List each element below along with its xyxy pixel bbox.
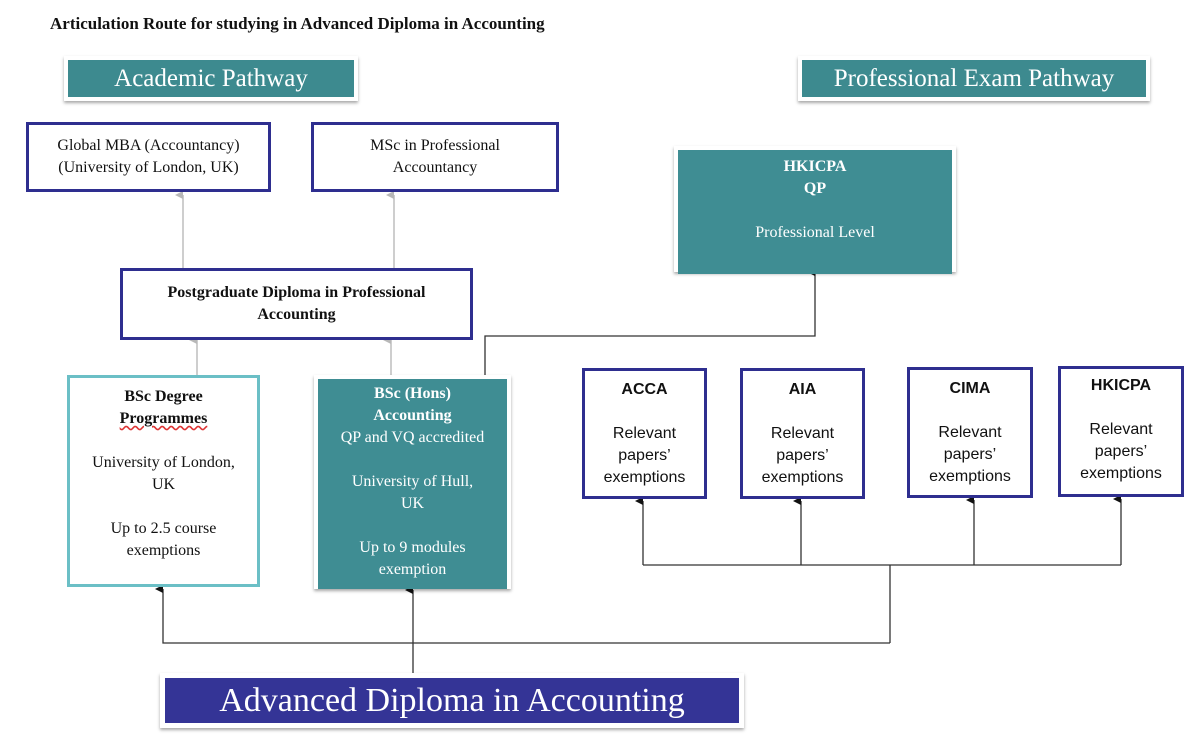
aia-line1: Relevant	[770, 425, 835, 442]
global-mba-line2: (University of London, UK)	[58, 159, 239, 176]
aia-line3: exemptions	[761, 469, 844, 486]
pgd-line2: Accounting	[257, 306, 336, 323]
cima-name: CIMA	[949, 380, 991, 397]
bsc-degree-box: BSc Degree Programmes University of Lond…	[67, 375, 260, 587]
bsc-degree-uni2: UK	[151, 476, 176, 493]
hkicpa-name: HKICPA	[1090, 377, 1152, 394]
msc-line2: Accountancy	[392, 159, 478, 176]
bsc-degree-exempt1: Up to 2.5 course	[110, 520, 217, 537]
bsc-hons-title1: BSc (Hons)	[374, 385, 451, 402]
professional-pathway-header: Professional Exam Pathway	[798, 56, 1150, 101]
msc-box: MSc in Professional Accountancy	[311, 122, 559, 192]
bsc-hons-exempt2: exemption	[378, 561, 447, 578]
global-mba-box: Global MBA (Accountancy) (University of …	[26, 122, 271, 192]
hkicpa-box: HKICPA Relevant papers’ exemptions	[1058, 366, 1184, 497]
msc-line1: MSc in Professional	[370, 137, 500, 154]
bsc-degree-title1: BSc Degree	[124, 388, 203, 405]
acca-line1: Relevant	[612, 425, 677, 442]
acca-name: ACCA	[621, 381, 668, 398]
bsc-hons-uni1: University of Hull,	[351, 473, 474, 490]
aia-name: AIA	[788, 381, 817, 398]
advanced-diploma-box: Advanced Diploma in Accounting	[160, 673, 744, 728]
arrow-root-to-bsc-degree	[155, 585, 890, 644]
bsc-hons-box: BSc (Hons) Accounting QP and VQ accredit…	[314, 375, 511, 589]
hkicpa-qp-line1: HKICPA	[783, 158, 847, 175]
hkicpa-qp-level: Professional Level	[755, 224, 875, 241]
aia-box: AIA Relevant papers’ exemptions	[740, 368, 865, 499]
academic-pathway-header: Academic Pathway	[64, 56, 358, 101]
academic-pathway-label: Academic Pathway	[68, 60, 354, 97]
bsc-degree-exempt2: exemptions	[126, 542, 201, 559]
hkicpa-qp-box: HKICPA QP Professional Level	[674, 146, 956, 274]
hkicpa-qp-line2: QP	[803, 180, 827, 197]
bsc-hons-uni2: UK	[400, 495, 425, 512]
aia-line2: papers’	[776, 447, 829, 464]
bsc-degree-title2: Programmes	[119, 410, 208, 427]
acca-line3: exemptions	[603, 469, 686, 486]
hkicpa-line3: exemptions	[1080, 465, 1162, 482]
hkicpa-line1: Relevant	[1089, 421, 1153, 438]
cima-line3: exemptions	[929, 468, 1011, 485]
global-mba-line1: Global MBA (Accountancy)	[57, 137, 240, 154]
professional-pathway-label: Professional Exam Pathway	[802, 60, 1146, 97]
page-title: Articulation Route for studying in Advan…	[50, 14, 545, 33]
bsc-hons-accred: QP and VQ accredited	[340, 429, 485, 446]
pgd-line1: Postgraduate Diploma in Professional	[167, 284, 426, 301]
arrow-bschons-to-hkicpa-qp	[484, 268, 816, 378]
bsc-hons-title2: Accounting	[373, 407, 452, 424]
cima-box: CIMA Relevant papers’ exemptions	[907, 367, 1033, 498]
acca-box: ACCA Relevant papers’ exemptions	[582, 368, 707, 499]
cima-line1: Relevant	[938, 424, 1002, 441]
pgd-box: Postgraduate Diploma in Professional Acc…	[120, 268, 473, 340]
advanced-diploma-label: Advanced Diploma in Accounting	[165, 678, 739, 723]
cima-line2: papers’	[943, 446, 997, 463]
acca-line2: papers’	[618, 447, 671, 464]
bsc-degree-uni1: University of London,	[92, 454, 235, 471]
bsc-hons-exempt1: Up to 9 modules	[359, 539, 466, 556]
hkicpa-line2: papers’	[1094, 443, 1148, 460]
